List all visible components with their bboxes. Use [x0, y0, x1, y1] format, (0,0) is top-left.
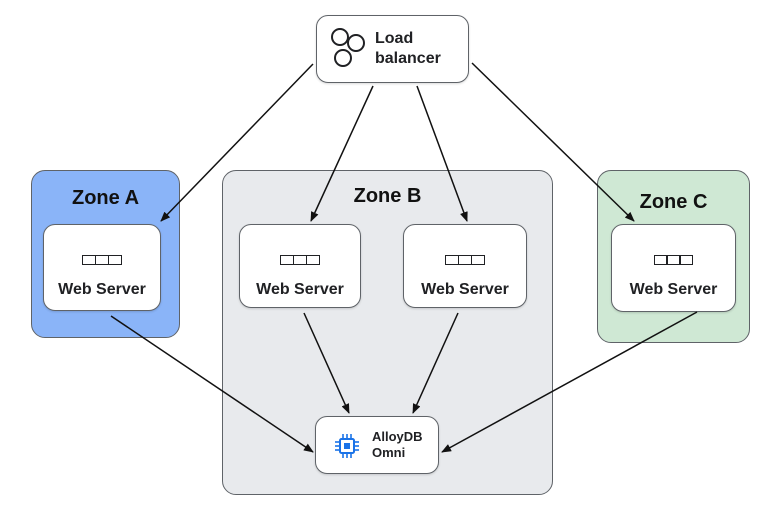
server-icon [280, 255, 320, 265]
alloydb-label-line1: AlloyDB [372, 429, 423, 444]
web-server-label: Web Server [58, 281, 146, 298]
chip-icon [335, 434, 359, 458]
web-server-zone-b-1: Web Server [239, 224, 361, 308]
server-icon [445, 255, 485, 265]
server-icon [82, 255, 122, 265]
web-server-label: Web Server [256, 281, 344, 298]
web-server-zone-c: Web Server [611, 224, 736, 312]
web-server-zone-a: Web Server [43, 224, 161, 311]
web-server-label: Web Server [421, 281, 509, 298]
web-server-label: Web Server [629, 281, 718, 298]
alloydb-label-line2: Omni [372, 445, 406, 461]
zone-b-title: Zone B [353, 185, 422, 207]
server-icon [653, 255, 694, 265]
web-server-zone-b-2: Web Server [403, 224, 527, 308]
load-balancer-icon [331, 28, 365, 67]
zone-a-title: Zone A [71, 187, 140, 209]
zone-c-title: Zone C [639, 191, 708, 213]
alloydb-omni-node: AlloyDB Omni [315, 416, 439, 474]
load-balancer-label-line1: Load [375, 30, 414, 47]
load-balancer-node: Load balancer [316, 15, 469, 83]
load-balancer-label-line2: balancer [375, 50, 441, 67]
